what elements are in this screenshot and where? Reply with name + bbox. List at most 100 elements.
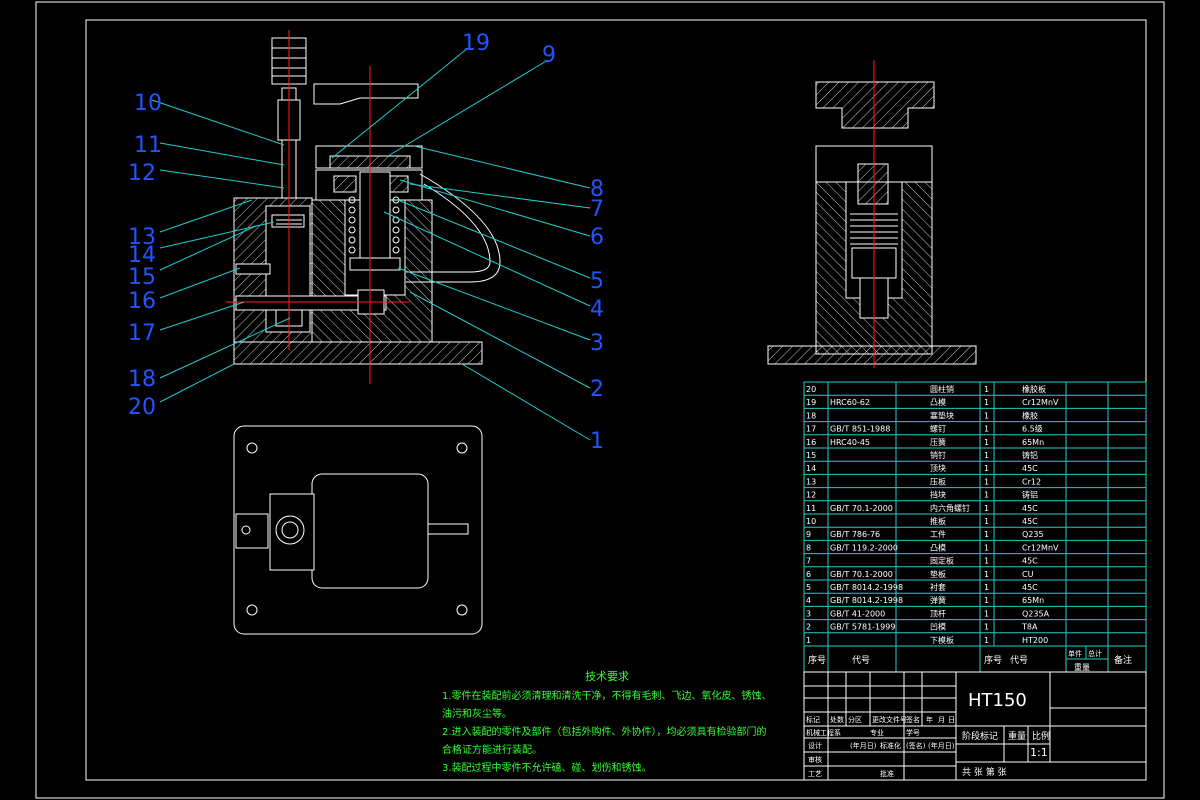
bom-row-9-name: 工件 [930, 529, 946, 539]
balloon-6: 6 [590, 225, 604, 250]
title-block [803, 671, 1147, 781]
tb-count: 处数 [830, 715, 844, 724]
tb-review: 审核 [808, 755, 822, 764]
tb-sign: 签名 [906, 715, 920, 724]
tb-weight: 重量 [1008, 730, 1026, 742]
bom-row-19-qty: 1 [984, 398, 989, 407]
bom-row-17-name: 螺钉 [930, 424, 946, 434]
bom-row-10-mat: 45C [1022, 517, 1038, 526]
bom-row-11-std: GB/T 70.1-2000 [830, 504, 893, 513]
bom-row-14-no: 14 [806, 464, 816, 473]
balloon-8: 8 [590, 177, 604, 202]
bom-row-8-std: GB/T 119.2-2000 [830, 543, 898, 552]
bom-row-3-std: GB/T 41-2000 [830, 609, 885, 618]
balloon-4: 4 [590, 297, 604, 322]
bom-row-13-qty: 1 [984, 477, 989, 486]
bom-row-20-no: 20 [806, 385, 816, 394]
bom-row-11-no: 11 [806, 504, 816, 513]
tb-day: 日 [948, 716, 955, 724]
tb-process: 工艺 [808, 770, 822, 778]
bom-row-12-qty: 1 [984, 491, 989, 500]
balloon-16: 16 [128, 289, 156, 314]
bom-row-7-no: 7 [806, 557, 811, 566]
bom-header-total: 总计 [1088, 649, 1102, 658]
note-line-3: 3.装配过程中零件不允许磕、碰、划伤和锈蚀。 [442, 763, 652, 774]
bom-row-9-mat: Q235 [1022, 530, 1044, 539]
bom-row-15-name: 销钉 [930, 450, 946, 460]
bom-row-8-qty: 1 [984, 543, 989, 552]
balloon-18: 18 [128, 367, 156, 392]
bom-row-6-qty: 1 [984, 570, 989, 579]
bom-row-19-std: HRC60-62 [830, 398, 870, 407]
bom-header-unit: 单件 [1068, 649, 1082, 658]
bom-row-18-mat: 橡胶 [1022, 410, 1038, 420]
tb-major: 专业 [870, 728, 884, 737]
tb-sheets: 共 张 第 张 [962, 766, 1007, 778]
notes-title: 技术要求 [585, 670, 629, 683]
bom-header-weight: 重量 [1074, 662, 1090, 672]
bom-row-18-qty: 1 [984, 411, 989, 420]
balloon-10: 10 [134, 91, 162, 116]
bom-row-16-name: 压簧 [930, 437, 946, 447]
bom-row-2-std: GB/T 5781-1999 [830, 623, 895, 632]
tb-design: 设计 [808, 741, 822, 750]
bom-row-20-mat: 橡胶板 [1022, 384, 1046, 394]
bom-row-2-no: 2 [806, 623, 811, 632]
bom-row-17-qty: 1 [984, 425, 989, 434]
bom-row-1-name: 下模板 [930, 635, 954, 645]
bom-row-12-no: 12 [806, 491, 816, 500]
bom-row-9-no: 9 [806, 530, 811, 539]
bom-row-5-std: GB/T 8014.2-1998 [830, 583, 903, 592]
technical-requirements: 技术要求 1.零件在装配前必须清理和清洗干净，不得有毛刺、飞边、氧化皮、锈蚀、油… [442, 668, 772, 778]
bom-row-19-no: 19 [806, 398, 816, 407]
bom-header-no2: 序号 [984, 654, 1002, 666]
tb-month: 月 [938, 716, 945, 724]
balloon-5: 5 [590, 269, 604, 294]
bom-row-14-name: 顶块 [930, 463, 946, 473]
bom-row-4-name: 弹簧 [930, 595, 946, 605]
bom-row-8-mat: Cr12MnV [1022, 543, 1059, 552]
bom-row-17-no: 17 [806, 425, 816, 434]
bom-row-15-qty: 1 [984, 451, 989, 460]
balloon-2: 2 [590, 377, 604, 402]
balloon-15: 15 [128, 265, 156, 290]
bom-row-2-name: 凹模 [930, 622, 946, 632]
balloon-11: 11 [134, 133, 162, 158]
bom-row-7-name: 固定板 [930, 556, 954, 566]
bom-row-13-name: 压板 [930, 476, 946, 486]
tb-student-no: 学号 [906, 728, 920, 737]
bom-row-13-no: 13 [806, 477, 816, 486]
bom-row-12-mat: 铸铝 [1022, 490, 1038, 500]
leader-lines [151, 47, 591, 441]
bom-row-11-mat: 45C [1022, 504, 1038, 513]
bom-row-19-name: 凸模 [930, 397, 946, 407]
tb-zone: 分区 [848, 715, 862, 724]
bom-row-7-qty: 1 [984, 557, 989, 566]
tb-scale: 比例 [1032, 730, 1050, 742]
bom-row-15-no: 15 [806, 451, 816, 460]
balloon-17: 17 [128, 321, 156, 346]
bom-row-20-qty: 1 [984, 385, 989, 394]
tb-std-sign: (签名) [906, 741, 926, 750]
bom-row-1-qty: 1 [984, 636, 989, 645]
bom-row-3-no: 3 [806, 609, 811, 618]
bom-row-5-name: 衬套 [930, 582, 946, 592]
balloon-labels-left: 10 11 12 13 14 15 16 17 18 20 [128, 91, 162, 420]
bom-row-17-std: GB/T 851-1988 [830, 425, 890, 434]
bom-row-11-qty: 1 [984, 504, 989, 513]
bom-row-1-mat: HT200 [1022, 636, 1048, 645]
bom-row-5-mat: 45C [1022, 583, 1038, 592]
tb-design-date: (年月日) [850, 741, 877, 750]
bom-row-9-std: GB/T 786-76 [830, 530, 880, 539]
bom-header-std2: 代号 [1010, 655, 1028, 666]
outer-border [35, 1, 1165, 799]
balloon-19: 19 [462, 31, 490, 56]
tb-dept: 机械工程系 [806, 728, 841, 737]
bom-row-6-no: 6 [806, 570, 811, 579]
bom-row-3-qty: 1 [984, 609, 989, 618]
bom-row-4-std: GB/T 8014.2-1998 [830, 596, 903, 605]
title-material: HT150 [968, 690, 1027, 711]
bom-row-18-no: 18 [806, 411, 816, 420]
bom-row-16-no: 16 [806, 438, 816, 447]
